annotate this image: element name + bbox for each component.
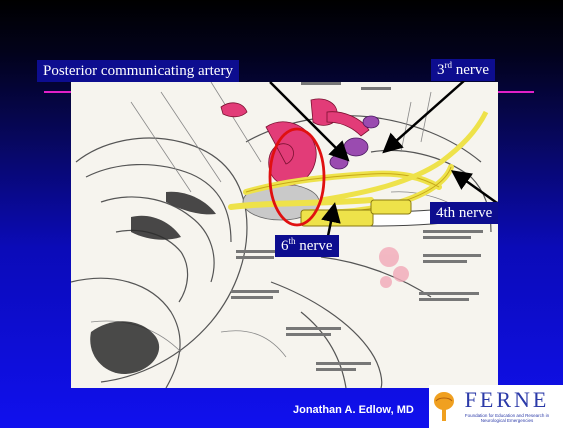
- logo-subtext: Foundation for Education and Research in…: [453, 413, 561, 423]
- label-third-nerve: 3rd nerve: [431, 59, 495, 81]
- label-posterior-communicating-artery: Posterior communicating artery: [37, 60, 239, 82]
- author-name: Jonathan A. Edlow, MD: [293, 404, 414, 416]
- ferne-logo: FERNE Foundation for Education and Resea…: [429, 385, 563, 428]
- label-fourth-nerve: 4th nerve: [430, 202, 498, 224]
- logo-text: FERNE: [453, 387, 561, 413]
- label-sixth-nerve: 6th nerve: [275, 235, 339, 257]
